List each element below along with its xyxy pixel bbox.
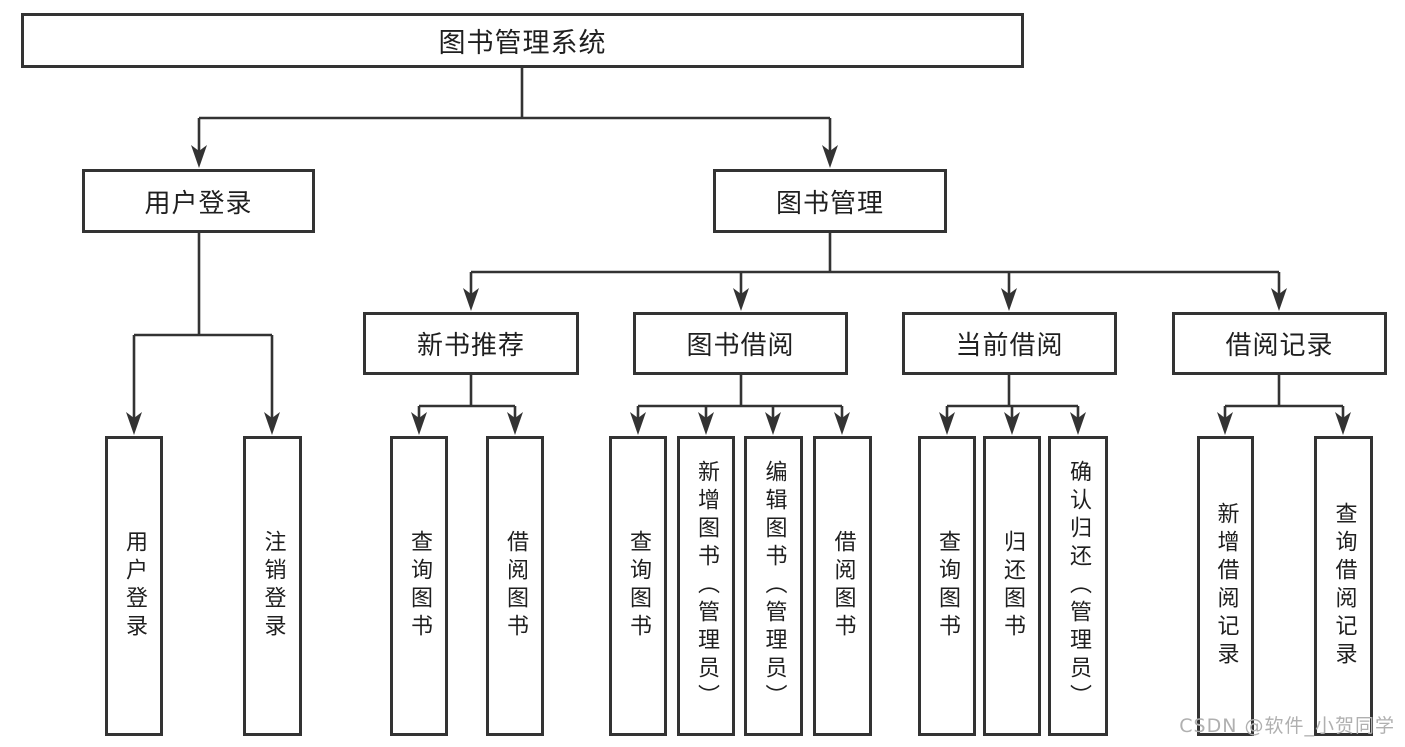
node-label: 图书管理 xyxy=(775,188,884,219)
node-borrow-record: 借阅记录 xyxy=(1172,312,1387,375)
node-label: 当前借阅 xyxy=(955,331,1064,361)
node-book-management: 图书管理 xyxy=(713,169,947,233)
node-user-login: 用户登录 xyxy=(82,169,315,233)
leaf-label: 归还图书 xyxy=(1000,530,1025,642)
leaf-return-books: 归还图书 xyxy=(983,436,1041,736)
leaf-query-borrow-record: 查询借阅记录 xyxy=(1314,436,1373,736)
node-book-borrow: 图书借阅 xyxy=(633,312,848,375)
leaf-add-books-admin: 新增图书（管理员） xyxy=(677,436,735,736)
leaf-add-borrow-record: 新增借阅记录 xyxy=(1197,436,1254,736)
node-label: 图书借阅 xyxy=(686,331,795,361)
leaf-label: 新增图书（管理员） xyxy=(694,460,719,712)
leaf-label: 查询借阅记录 xyxy=(1331,502,1357,670)
leaf-label: 注销登录 xyxy=(260,530,286,642)
leaf-label: 用户登录 xyxy=(122,530,147,642)
node-library-management-system: 图书管理系统 xyxy=(21,13,1024,68)
leaf-label: 查询图书 xyxy=(626,530,651,642)
node-new-book-recommend: 新书推荐 xyxy=(363,312,579,375)
leaf-newbook-query-books: 查询图书 xyxy=(390,436,448,736)
leaf-label: 新增借阅记录 xyxy=(1213,502,1239,670)
leaf-borrow-books: 借阅图书 xyxy=(813,436,872,736)
leaf-label: 查询图书 xyxy=(935,530,960,642)
leaf-confirm-return-admin: 确认归还（管理员） xyxy=(1048,436,1108,736)
leaf-label: 查询图书 xyxy=(407,530,432,642)
node-label: 用户登录 xyxy=(144,188,253,219)
leaf-label: 编辑图书（管理员） xyxy=(761,460,787,712)
csdn-watermark: CSDN @软件_小贺同学 xyxy=(1179,715,1395,737)
leaf-label: 借阅图书 xyxy=(503,530,528,642)
leaf-user-login: 用户登录 xyxy=(105,436,163,736)
node-label: 新书推荐 xyxy=(416,331,525,361)
leaf-current-query-books: 查询图书 xyxy=(918,436,976,736)
leaf-borrow-query-books: 查询图书 xyxy=(609,436,667,736)
leaf-label: 确认归还（管理员） xyxy=(1066,460,1091,712)
leaf-logout: 注销登录 xyxy=(243,436,302,736)
leaf-newbook-borrow-books: 借阅图书 xyxy=(486,436,544,736)
leaf-edit-books-admin: 编辑图书（管理员） xyxy=(744,436,803,736)
leaf-label: 借阅图书 xyxy=(830,530,856,642)
node-label: 图书管理系统 xyxy=(438,28,607,59)
node-label: 借阅记录 xyxy=(1225,331,1334,361)
node-current-borrow: 当前借阅 xyxy=(902,312,1117,375)
